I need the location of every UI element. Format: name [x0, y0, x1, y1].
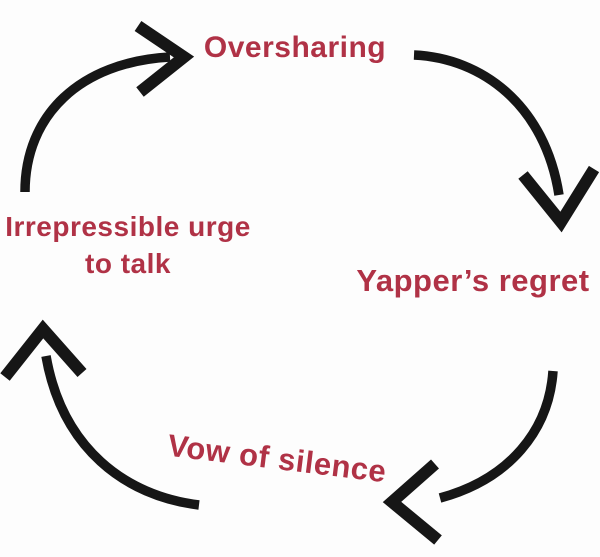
node-oversharing: Oversharing [203, 31, 387, 64]
node-line-1: Irrepressible urge [5, 211, 251, 242]
arrow-left-to-top-icon [20, 21, 195, 193]
node-line-2: to talk [85, 248, 171, 279]
arrow-right-to-bottom-icon [382, 370, 558, 545]
arrow-top-to-right-icon [413, 50, 600, 233]
node-yappers-regret: Yapper’s regret [356, 263, 590, 298]
node-irrepressible-urge-to-talk: Irrepressible urge to talk [5, 208, 251, 282]
arrow-bottom-to-left-icon [0, 319, 200, 510]
